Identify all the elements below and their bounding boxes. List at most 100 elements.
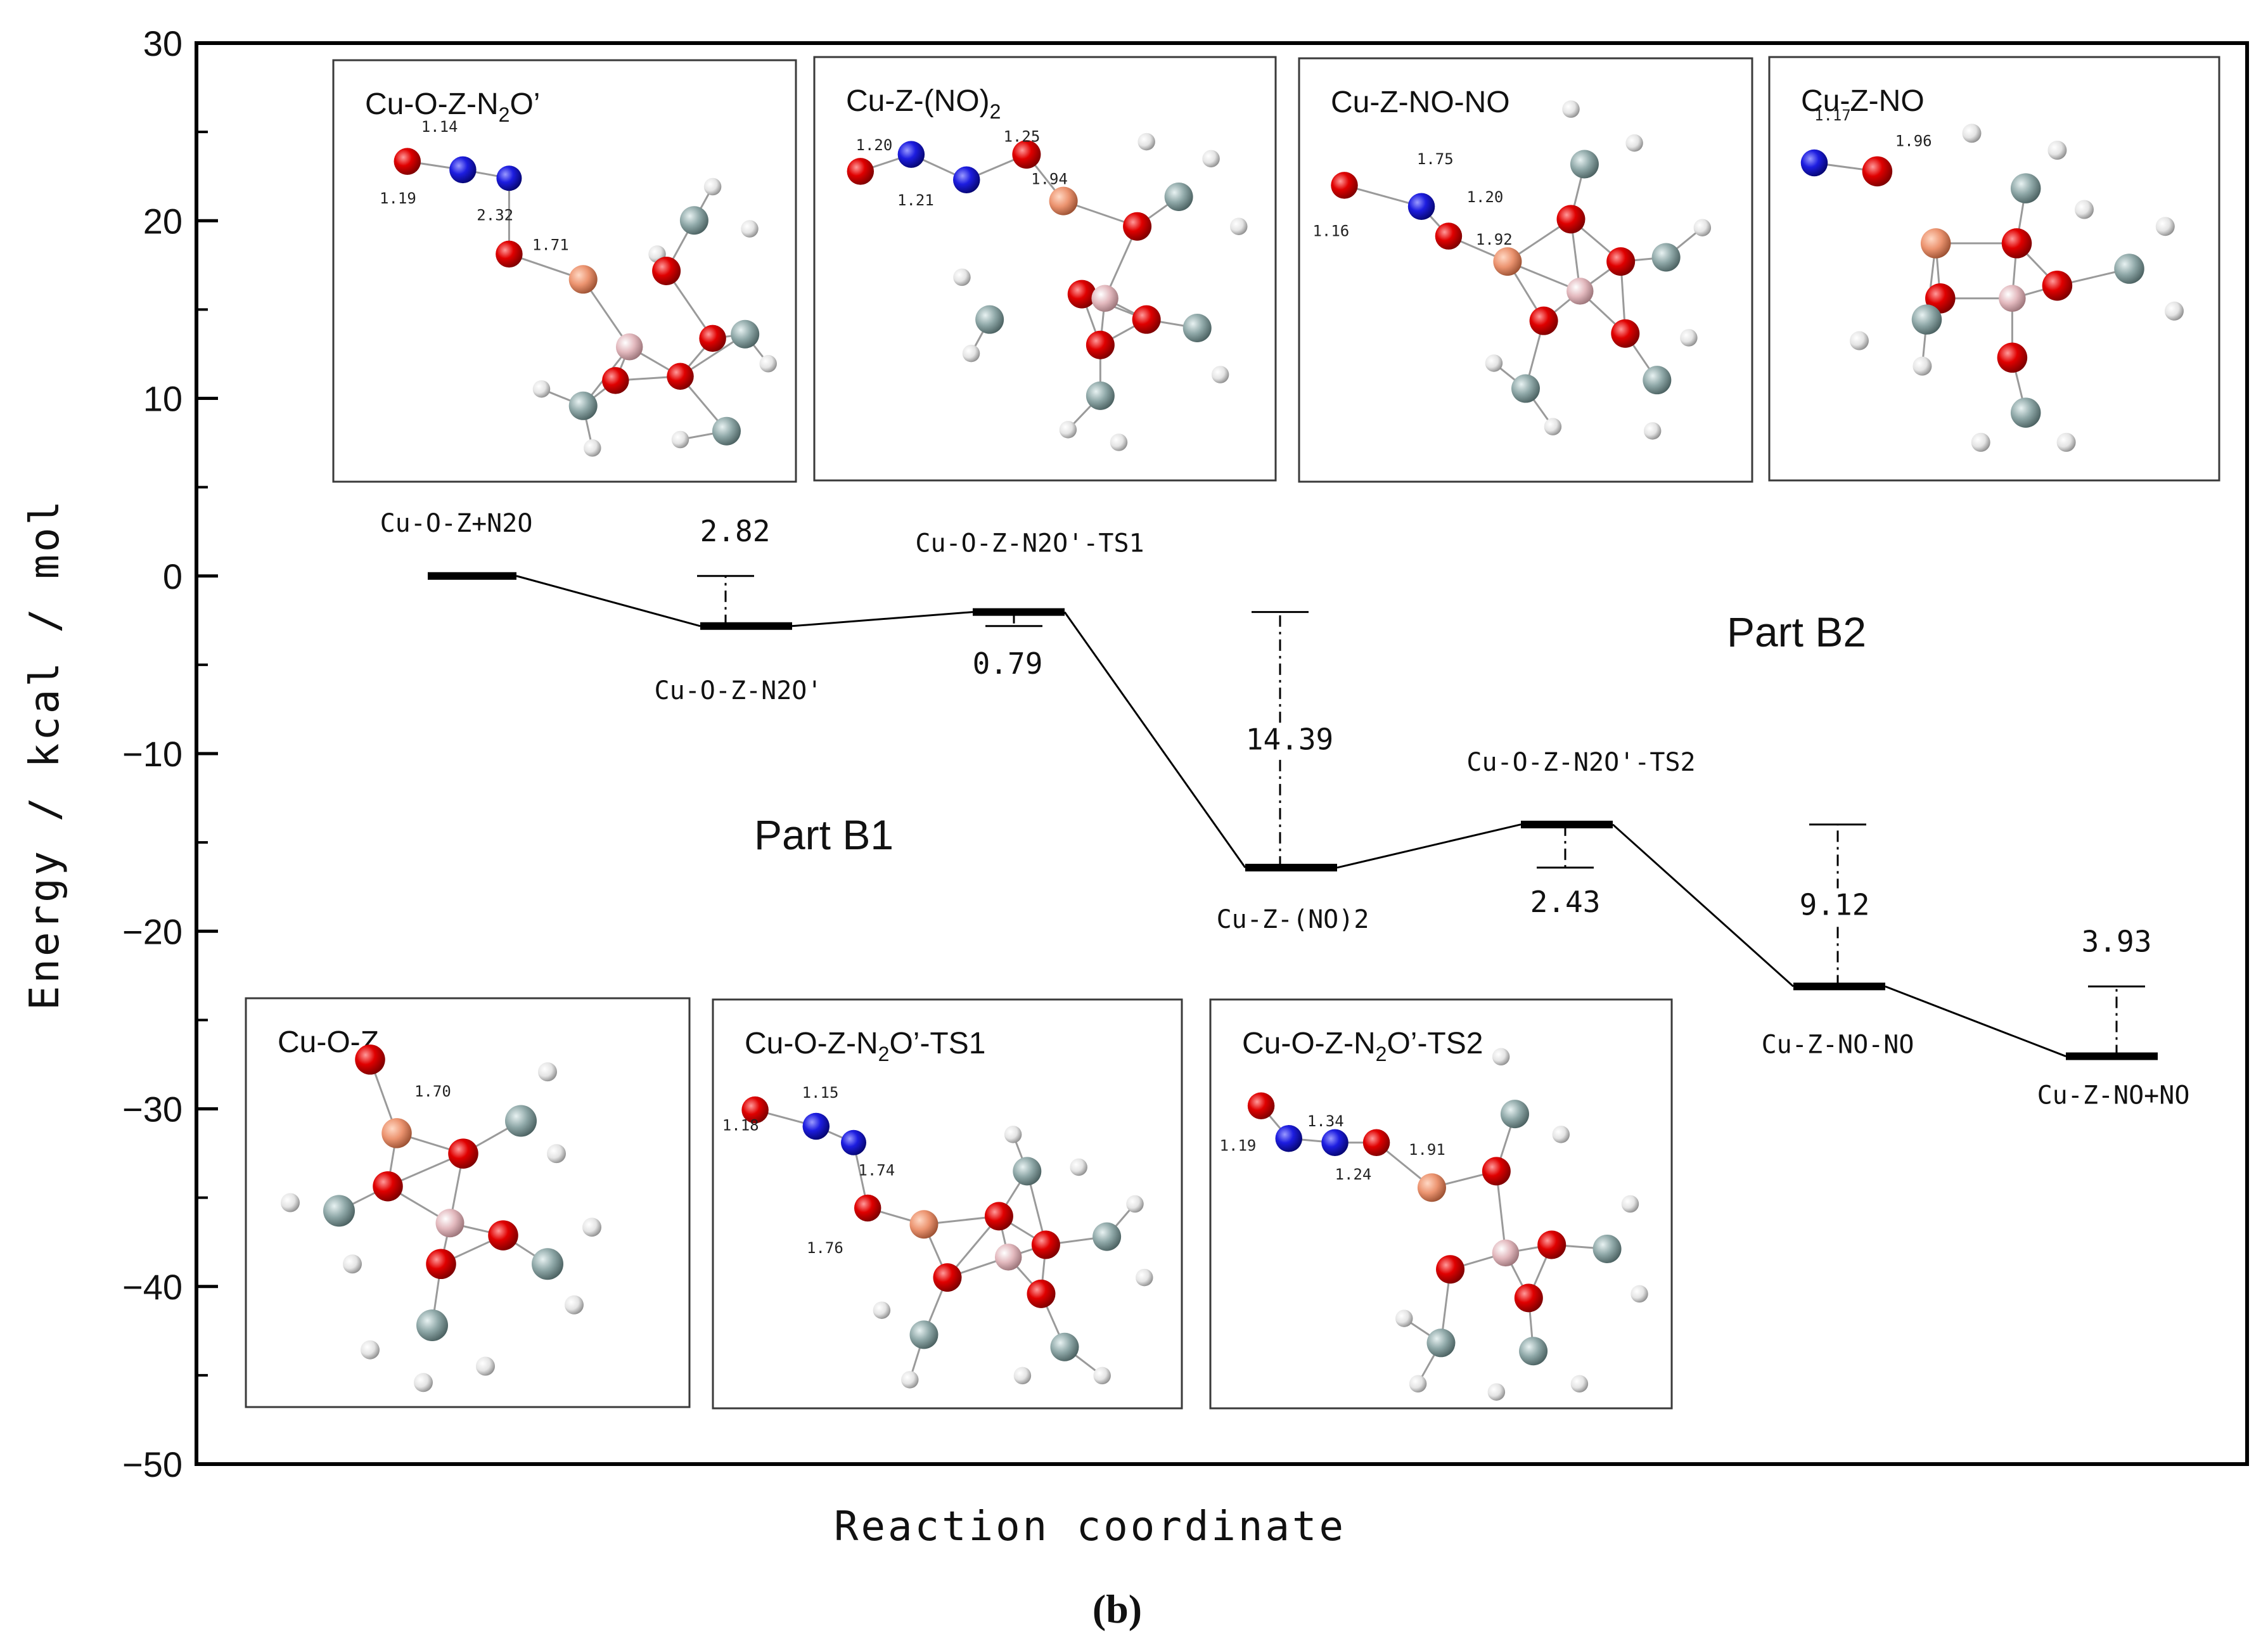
atom-si [615,333,643,361]
energy-difference-label: 0.79 [973,646,1043,681]
bond-length-label: 1.14 [421,118,458,136]
y-tick-label: −30 [122,1090,183,1129]
bond-length-label: 1.15 [802,1084,839,1102]
atom-n [1321,1129,1349,1156]
bond-length-label: 1.24 [1335,1166,1372,1183]
atom-si [1999,285,2026,312]
atom-c [416,1309,448,1341]
atom-cu [1417,1173,1446,1202]
part-b2-label: Part B2 [1727,608,1866,655]
bond-length-label: 1.25 [1003,128,1040,146]
atom-o [1435,222,1463,250]
atom-h [1631,1285,1648,1303]
atom-cu [1920,228,1951,259]
atom-h [582,1218,601,1237]
structure-title-subscript: 2 [1376,1043,1387,1065]
atom-o [1862,156,1893,187]
atom-o [652,257,681,285]
atom-si [435,1209,464,1238]
structure-title-subscript: 2 [878,1043,890,1065]
atom-c [1092,1222,1122,1251]
atom-c [731,319,760,349]
structure-panel-frame [813,56,1277,482]
structure-title-main: Cu-O-Z-N [1242,1027,1376,1060]
atom-o [1606,247,1636,276]
y-tick-label: 30 [143,23,183,63]
atom-h [2047,140,2067,160]
bond-length-label: 2.32 [477,207,513,224]
structure-panel-frame [1298,57,1753,483]
atom-o [355,1045,385,1075]
atom-h [414,1373,433,1392]
atom-o [699,325,726,352]
atom-h [1137,132,1155,151]
structure-atoms [394,148,777,457]
bond-length-label: 1.19 [380,190,416,207]
atom-n [1275,1125,1303,1152]
atom-n [496,165,522,191]
y-tick-label: −50 [122,1444,183,1484]
atom-h [1625,134,1643,152]
atom-h [1136,1268,1153,1287]
level-connector [1336,823,1522,869]
atom-h [584,439,601,457]
atom-c [1426,1328,1456,1358]
bond-length-label: 1.20 [856,136,893,154]
energy-level-label: Cu-O-Z-N2O' [655,676,823,705]
atom-n [841,1129,866,1155]
structure-atoms [1331,100,1712,440]
energy-difference-label: 3.93 [2082,924,2152,958]
energy-difference-label-bg [1239,723,1340,759]
atom-o [2042,270,2073,301]
atom-c [1519,1337,1548,1366]
atom-n [897,141,925,168]
bond-length-label: 1.96 [1895,132,1932,150]
atom-o [373,1171,403,1202]
atom-n [802,1112,830,1140]
structure-atoms [281,1045,601,1392]
atom-o [426,1249,456,1279]
atom-c [568,391,598,420]
structure-title-tail: O’-TS1 [889,1027,985,1060]
atom-h [1110,434,1128,451]
atom-h [538,1062,557,1082]
structure-panel-title: Cu-O-Z-N2O’-TS1 [745,1027,985,1065]
atom-h [1492,1048,1510,1066]
atom-c [1086,381,1115,410]
structure-title-subscript: 2 [499,103,510,126]
bond-length-label: 1.19 [1220,1137,1257,1155]
atom-c [505,1105,537,1137]
structure-panel: Cu-O-Z1.70 [245,997,691,1408]
atom-o [488,1220,518,1251]
atom-h [343,1254,362,1274]
atom-h [565,1295,584,1315]
atom-o [496,240,523,268]
structure-atoms [847,132,1248,451]
structure-panel-frame [245,997,691,1408]
atom-o [1482,1157,1511,1186]
atom-o [1132,305,1161,334]
atom-o [1362,1129,1390,1156]
atom-h [1013,1366,1032,1385]
structure-title-main: Cu-Z-NO-NO [1331,86,1510,119]
bond-length-label: 1.74 [858,1161,895,1179]
atom-cu [568,265,598,294]
atom-h [476,1356,495,1376]
energy-level-label: Cu-O-Z-N2O'-TS1 [915,529,1144,558]
atom-o [854,1194,881,1222]
atom-h [1395,1309,1413,1327]
atom-si [1566,278,1594,305]
y-axis-title: Energy / kcal / mol [22,498,68,1010]
atom-n [1800,149,1828,177]
atom-c [532,1248,563,1280]
atom-h [1230,217,1248,235]
atom-cu [1049,186,1078,215]
atom-o [1086,330,1115,359]
atom-c [1182,314,1212,343]
atom-h [703,177,722,196]
atom-h [1912,356,1932,376]
structure-atoms [1247,1048,1648,1401]
atom-o [1436,1255,1465,1284]
